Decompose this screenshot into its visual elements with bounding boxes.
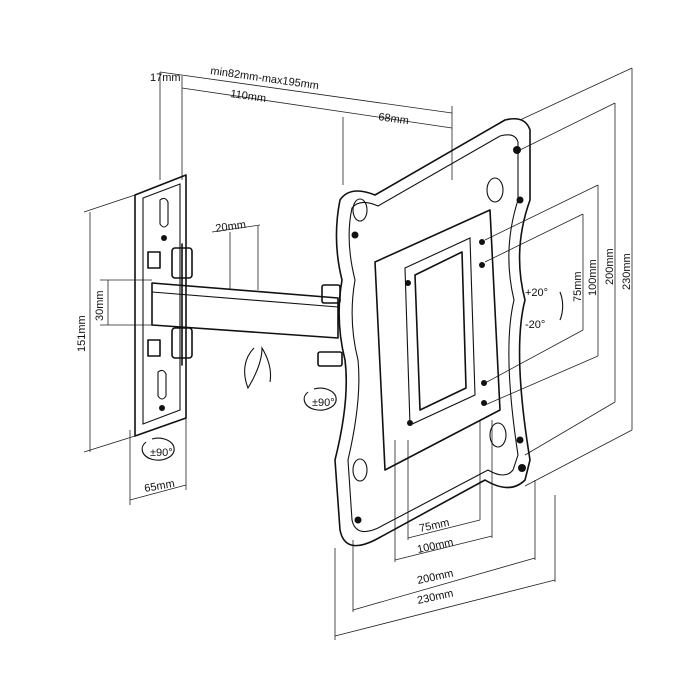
vesa-hole-100-tr	[479, 239, 485, 245]
label-wall-height: 151mm	[76, 315, 88, 352]
label-vesa-v75: 75mm	[572, 271, 584, 302]
vesa-slot-br	[489, 422, 507, 448]
wall-hole-top	[161, 235, 167, 241]
label-wall-width: 65mm	[143, 478, 175, 495]
wall-plate-inner	[142, 183, 181, 425]
label-wall-rotate: ±90°	[150, 447, 173, 459]
swivel-arrow-icon	[303, 387, 337, 411]
ext-line-200-bottom	[524, 401, 616, 456]
label-vesa-h200: 200mm	[416, 568, 454, 587]
wall-keyhole-bottom	[157, 369, 167, 400]
dim-line-h75	[407, 519, 481, 539]
vesa-hole-tr	[513, 146, 521, 154]
vesa-slot-tr	[486, 177, 504, 203]
dim-line-top-range	[159, 71, 453, 114]
vesa-hole-br	[516, 436, 524, 444]
vesa-plate	[334, 117, 531, 547]
label-top-range: min82mm-max195mm	[210, 65, 320, 92]
wall-hinge-top	[147, 251, 161, 269]
label-vesa-h100: 100mm	[416, 537, 454, 556]
vesa-plate-inner-contour	[347, 134, 519, 533]
dim-line-arm-width	[211, 224, 261, 233]
wall-plate-outer	[134, 174, 187, 437]
vesa-hole-75-bl	[407, 420, 413, 426]
label-tilt-down: -20°	[525, 319, 545, 331]
plate-pivot-bottom	[317, 351, 343, 367]
label-vesa-v230: 230mm	[621, 253, 633, 290]
tilt-arrow-icon	[559, 291, 564, 321]
label-vesa-v200: 200mm	[604, 248, 616, 285]
cable-tie	[244, 346, 272, 390]
dim-line-h230	[334, 579, 556, 637]
vesa-hole-75-br	[481, 380, 487, 386]
dim-line-h200	[352, 557, 536, 611]
ext-line-230-bottom	[524, 429, 633, 487]
label-plate-depth: 68mm	[378, 111, 410, 127]
vesa-hole-75-tl	[405, 280, 411, 286]
vesa-slot-tl	[352, 198, 368, 222]
ext-line-230-top	[519, 67, 633, 121]
vesa-center-inner	[404, 237, 476, 426]
label-wall-offset: 17mm	[150, 72, 181, 84]
rotation-symbols	[141, 291, 564, 461]
ext-line-100-top	[484, 184, 599, 241]
dimension-lines	[83, 67, 633, 640]
wall-rotate-arrow-icon	[141, 437, 175, 461]
label-tilt-up: +20°	[525, 287, 548, 299]
wall-hole-bottom	[159, 405, 165, 411]
ext-line-75-top	[484, 213, 584, 263]
mount-arm	[151, 243, 343, 390]
label-arm-length: 110mm	[230, 88, 267, 105]
vesa-plate-outer	[334, 117, 531, 547]
vesa-hole-75-tr	[479, 262, 485, 268]
wall-plate	[134, 174, 187, 437]
vesa-hole-bl	[354, 516, 362, 524]
ext-line-100-bottom	[484, 355, 599, 406]
vesa-hole-br2	[518, 464, 526, 472]
dim-line-h100	[394, 535, 493, 561]
arm-edge	[151, 291, 339, 308]
label-vesa-h75: 75mm	[418, 517, 450, 535]
ext-line-wall-top	[83, 194, 136, 213]
ext-line-wall-bottom	[83, 435, 136, 453]
label-swivel: ±90°	[312, 397, 335, 409]
wall-keyhole-top	[159, 197, 169, 228]
ext-line-75-bottom	[484, 329, 584, 384]
dim-line-wall-width	[129, 484, 187, 501]
vesa-hole-tr2	[516, 196, 524, 204]
wall-hinge-bottom	[147, 339, 161, 357]
arm-body	[151, 282, 339, 339]
label-vesa-v100: 100mm	[587, 259, 599, 296]
ext-line-200-top	[519, 102, 616, 151]
label-arm-width: 20mm	[215, 219, 247, 235]
vesa-hole-tl	[351, 231, 359, 239]
vesa-center-frame	[374, 209, 501, 471]
label-arm-height: 30mm	[94, 290, 106, 321]
vesa-slot-bl	[352, 458, 368, 482]
vesa-hole-100-br	[481, 400, 487, 406]
dim-line-arm	[181, 87, 453, 129]
vesa-center-window	[414, 251, 467, 411]
